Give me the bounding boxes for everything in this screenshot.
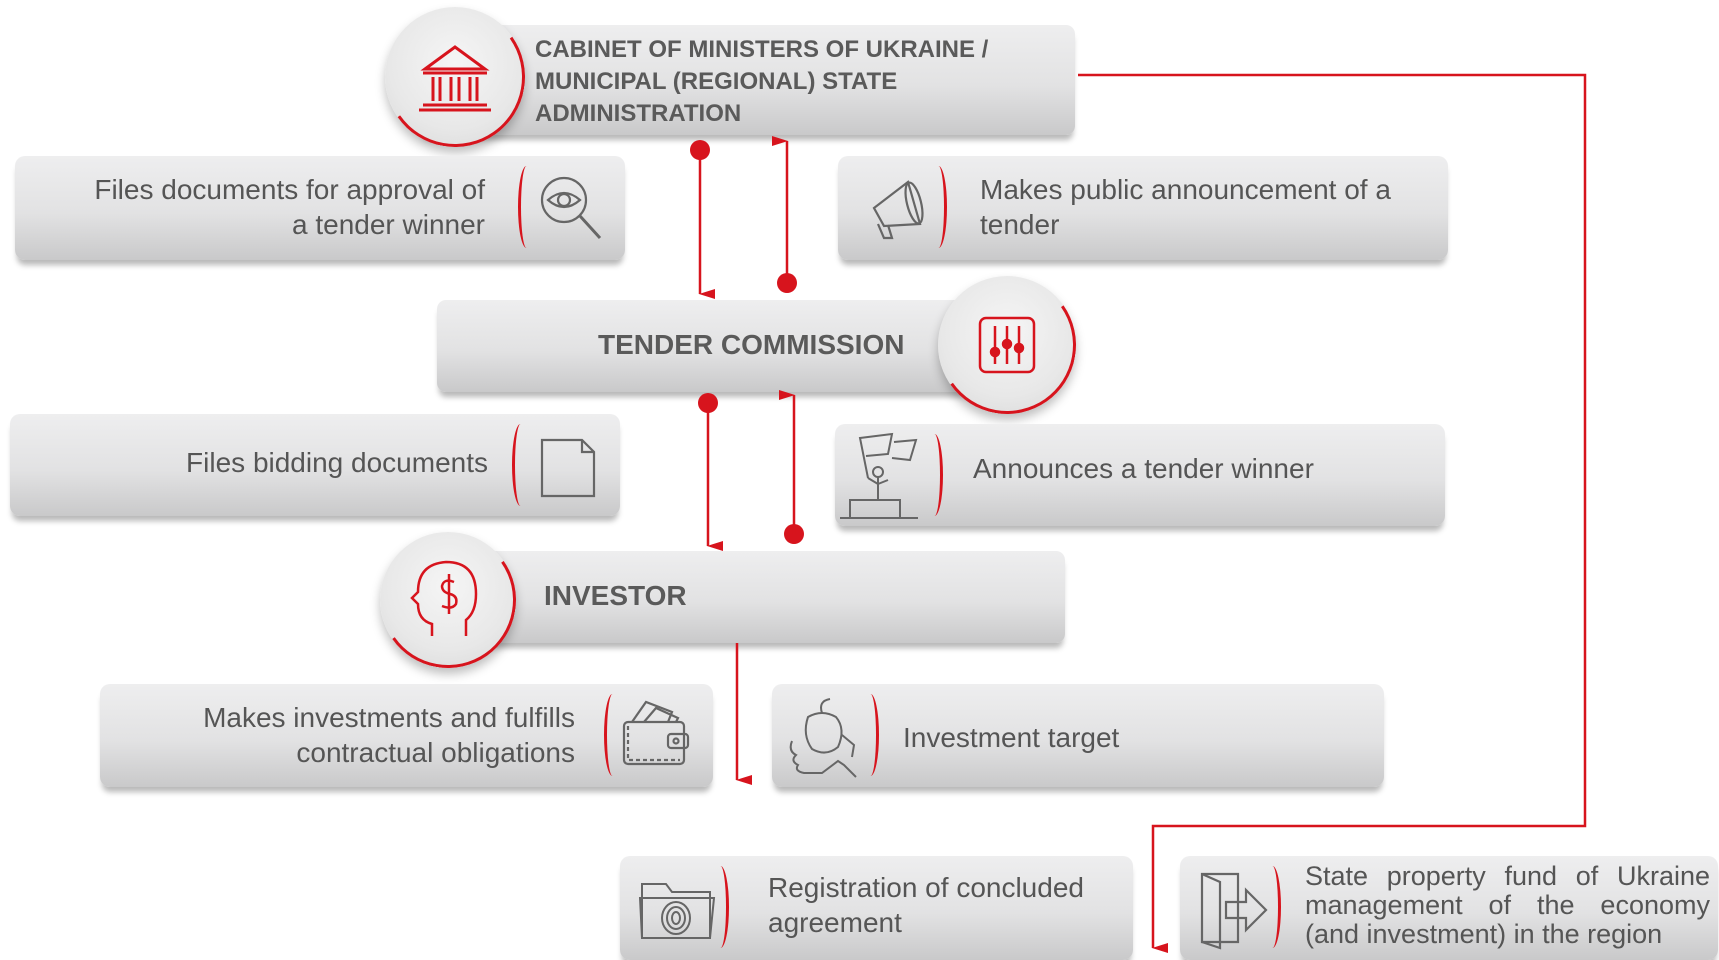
door-exit-icon [1200, 872, 1268, 950]
state-property-text: State property fund of Ukraine managemen… [1305, 861, 1710, 949]
files-approval-divider [518, 166, 535, 248]
podium-flag-icon [840, 432, 918, 519]
investment-target-text: Investment target [903, 722, 1120, 753]
files-bidding-divider [512, 424, 529, 506]
registration-box [620, 856, 1133, 960]
wallet-icon [622, 700, 690, 766]
files-approval-text: Files documents for approval of a tender… [94, 174, 485, 240]
hand-apple-icon [789, 698, 857, 778]
public-announcement-divider [930, 166, 947, 248]
arrow-cabinet-to-commission [690, 140, 715, 299]
arrow-cabinet-to-state-property [1078, 73, 1587, 953]
registration-divider [712, 866, 729, 948]
tender-commission-icon-circle [938, 276, 1076, 414]
document-icon [540, 438, 596, 498]
cabinet-icon-circle [385, 7, 525, 147]
megaphone-icon [872, 180, 924, 240]
registration-text: Registration of concluded agreement [768, 872, 1084, 938]
cabinet-box [420, 25, 1075, 135]
arrow-commission-to-cabinet [772, 136, 797, 293]
tender-commission-title: TENDER COMMISSION [598, 329, 905, 360]
arrow-commission-to-investor [698, 393, 723, 551]
files-bidding-text: Files bidding documents [186, 447, 488, 478]
state-property-divider [1264, 866, 1281, 948]
announces-winner-divider [926, 434, 943, 516]
makes-investments-divider [604, 694, 621, 776]
investor-icon-circle [380, 532, 516, 668]
makes-investments-text: Makes investments and fulfills contractu… [203, 702, 575, 768]
investor-title: INVESTOR [544, 580, 687, 611]
arrow-investor-to-commission [779, 390, 804, 544]
public-announcement-text: Makes public announcement of a tender [980, 174, 1391, 240]
announces-winner-text: Announces a tender winner [973, 453, 1314, 484]
folder-fingerprint-icon [638, 883, 716, 939]
magnifier-eye-icon [540, 176, 602, 240]
cabinet-title: CABINET OF MINISTERS OF UKRAINE / MUNICI… [535, 36, 989, 127]
investor-box [425, 551, 1065, 643]
investment-target-divider [862, 694, 879, 776]
